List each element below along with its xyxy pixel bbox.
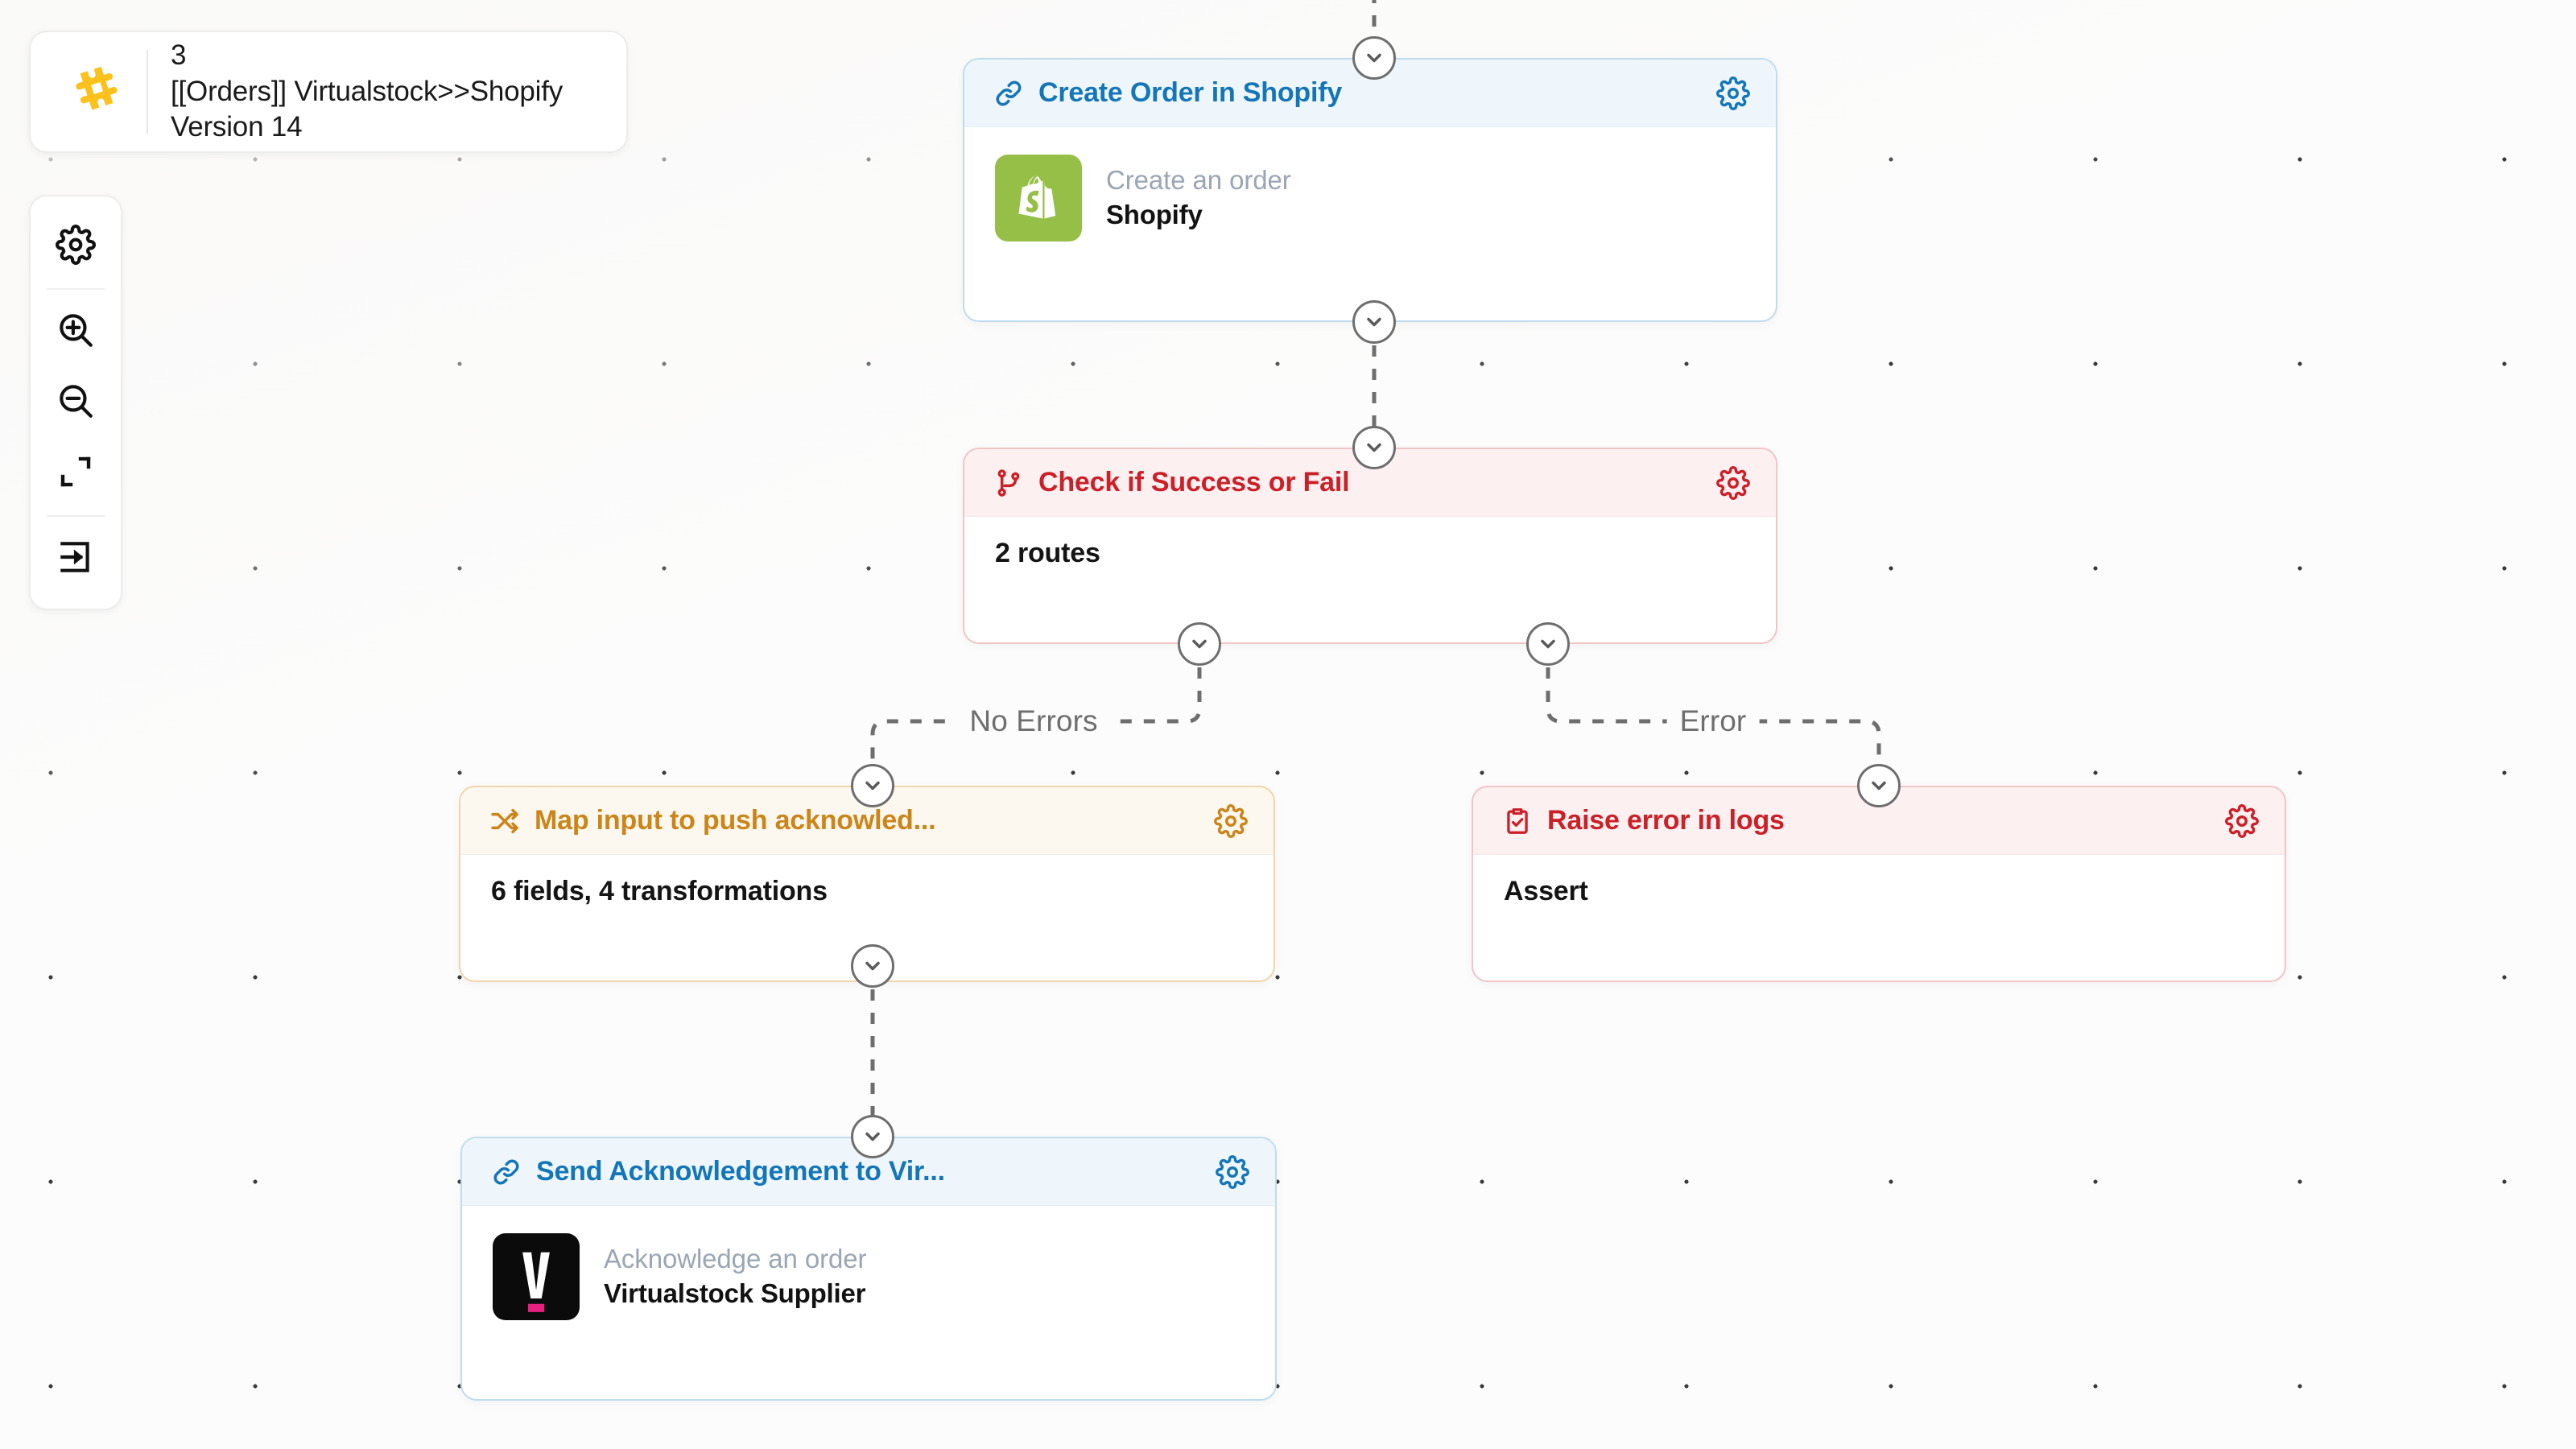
patchworks-puzzle-icon bbox=[55, 61, 142, 122]
app-name: Shopify bbox=[1106, 200, 1203, 229]
gear-icon[interactable] bbox=[1715, 75, 1752, 112]
flow-header-card[interactable]: 3 [[Orders]] Virtualstock>>Shopify Versi… bbox=[29, 31, 628, 153]
node-body: Assert bbox=[1473, 855, 2285, 939]
node-create-order-shopify[interactable]: Create Order in Shopify Create an order … bbox=[963, 58, 1777, 322]
flow-version: Version 14 bbox=[171, 111, 303, 143]
arrow-into-box-icon bbox=[56, 537, 96, 581]
node-send-acknowledgement[interactable]: Send Acknowledgement to Vir... Acknowled… bbox=[460, 1137, 1277, 1401]
toolbar-divider-1 bbox=[47, 288, 105, 290]
node-summary: Assert bbox=[1504, 876, 1588, 906]
port-out-create-order[interactable] bbox=[1352, 300, 1396, 344]
node-body: Acknowledge an order Virtualstock Suppli… bbox=[462, 1206, 1275, 1348]
shopify-bag-icon bbox=[995, 155, 1082, 242]
app-info: Acknowledge an order Virtualstock Suppli… bbox=[604, 1242, 866, 1311]
settings-button[interactable] bbox=[41, 211, 110, 282]
port-out-error[interactable] bbox=[1526, 622, 1570, 666]
node-raise-error-in-logs[interactable]: Raise error in logs Assert bbox=[1472, 786, 2286, 982]
node-body: 2 routes bbox=[964, 517, 1776, 601]
port-out-no-errors[interactable] bbox=[1178, 622, 1221, 666]
zoom-out-button[interactable] bbox=[41, 367, 110, 438]
shuffle-icon bbox=[488, 804, 522, 838]
fit-to-screen-button[interactable] bbox=[41, 438, 110, 509]
app-name: Virtualstock Supplier bbox=[604, 1278, 866, 1308]
node-check-success-or-fail[interactable]: Check if Success or Fail 2 routes bbox=[963, 448, 1777, 644]
port-in-raise-error[interactable] bbox=[1857, 764, 1901, 807]
link-chain-icon bbox=[489, 1155, 523, 1189]
gear-icon[interactable] bbox=[1715, 464, 1752, 502]
wire-label-no-errors: No Errors bbox=[956, 704, 1111, 738]
node-title: Raise error in logs bbox=[1547, 805, 1785, 836]
app-action: Acknowledge an order bbox=[604, 1244, 867, 1274]
node-summary: 6 fields, 4 transformations bbox=[491, 876, 828, 906]
app-action: Create an order bbox=[1106, 165, 1291, 196]
git-branch-icon bbox=[992, 466, 1026, 500]
port-in-send-acknowledgement[interactable] bbox=[851, 1115, 894, 1158]
node-map-input-push-ack[interactable]: Map input to push acknowled... 6 fields,… bbox=[459, 786, 1275, 982]
clipboard-check-icon bbox=[1501, 804, 1534, 838]
app-info: Create an order Shopify bbox=[1106, 163, 1291, 233]
wire-label-error: Error bbox=[1666, 704, 1760, 738]
flow-name: [[Orders]] Virtualstock>>Shopify bbox=[171, 75, 564, 107]
gear-icon bbox=[56, 224, 96, 269]
fit-to-screen-icon bbox=[56, 452, 95, 495]
header-divider bbox=[147, 50, 148, 134]
node-body: Create an order Shopify bbox=[964, 127, 1776, 269]
node-summary: 2 routes bbox=[995, 538, 1100, 568]
zoom-in-icon bbox=[56, 310, 96, 354]
node-title: Create Order in Shopify bbox=[1038, 77, 1343, 108]
port-in-create-order[interactable] bbox=[1352, 36, 1396, 80]
node-body: 6 fields, 4 transformations bbox=[460, 855, 1274, 939]
canvas-toolbar[interactable] bbox=[29, 195, 122, 610]
zoom-in-button[interactable] bbox=[41, 296, 110, 367]
zoom-out-icon bbox=[56, 381, 96, 425]
flow-number: 3 bbox=[171, 39, 187, 71]
port-in-map-input[interactable] bbox=[851, 764, 894, 807]
gear-icon[interactable] bbox=[1214, 1154, 1251, 1191]
flow-meta: 3 [[Orders]] Virtualstock>>Shopify Versi… bbox=[171, 38, 563, 146]
node-title: Map input to push acknowled... bbox=[535, 805, 936, 836]
node-title: Check if Success or Fail bbox=[1038, 467, 1350, 497]
toolbar-divider-2 bbox=[47, 515, 105, 517]
node-title: Send Acknowledgement to Vir... bbox=[536, 1156, 945, 1187]
collapse-panel-button[interactable] bbox=[41, 523, 110, 594]
port-out-map-input[interactable] bbox=[851, 944, 894, 988]
gear-icon[interactable] bbox=[1212, 803, 1249, 840]
virtualstock-v-icon bbox=[493, 1233, 580, 1320]
link-chain-icon bbox=[992, 76, 1026, 110]
gear-icon[interactable] bbox=[2223, 803, 2260, 840]
port-in-check-success[interactable] bbox=[1352, 426, 1396, 469]
